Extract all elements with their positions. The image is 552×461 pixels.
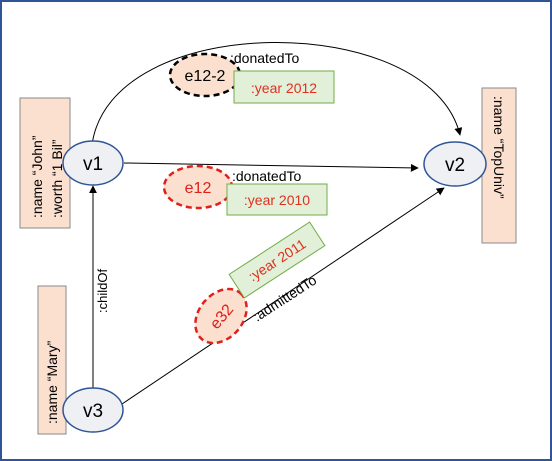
vertex-v3-label: v3 — [83, 401, 103, 422]
v3-name-property: :name “Mary” — [44, 340, 60, 424]
vertex-v1-label: v1 — [83, 154, 103, 175]
v1-name-property: :name “John” — [29, 135, 45, 218]
e12-year-property: :year 2010 — [244, 192, 310, 208]
v3-properties-box — [37, 285, 67, 435]
e12-properties-box — [226, 183, 328, 216]
edge-node-e12-2-label: e12-2 — [185, 68, 226, 85]
vertex-v2-label: v2 — [445, 155, 465, 176]
edge-node-e32 — [194, 287, 248, 345]
vertex-v2 — [423, 141, 487, 187]
vertex-v3 — [62, 387, 124, 433]
e12-2-properties-box — [233, 70, 335, 104]
e12-2-year-property: :year 2012 — [251, 80, 317, 96]
v1-worth-property: :worth “1 Bil” — [49, 139, 65, 218]
edge-label-donated-top: :donatedTo — [230, 50, 299, 66]
e32-properties-group: :year 2011 — [228, 221, 326, 299]
edge-node-e12-label: e12 — [185, 180, 212, 197]
edge-admitted-to — [121, 187, 445, 405]
v1-properties-box — [19, 97, 71, 229]
v2-properties-box — [481, 87, 517, 244]
vertex-v1 — [62, 140, 124, 186]
edge-label-donated-mid: :donatedTo — [232, 168, 301, 184]
edge-label-child-of: :childOf — [95, 269, 110, 313]
edge-donated-to-mid — [123, 162, 419, 172]
edge-donated-to-top — [91, 42, 463, 146]
v2-name-property: :name “TopUniv” — [491, 96, 507, 199]
edge-node-e32-group: e32 — [194, 287, 248, 345]
e32-properties-box — [228, 221, 326, 299]
